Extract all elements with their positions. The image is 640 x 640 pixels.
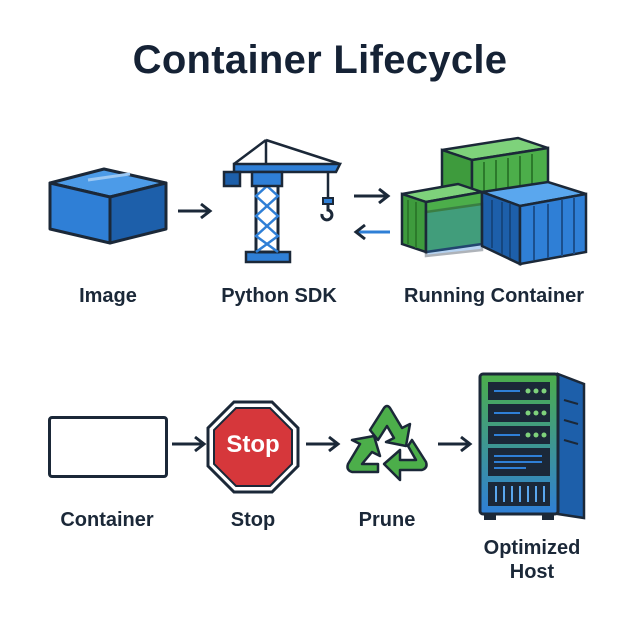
box-icon bbox=[48, 167, 168, 245]
stop-sign-icon bbox=[206, 400, 300, 494]
arrow-right-icon bbox=[178, 202, 213, 220]
stop-label: Stop bbox=[230, 509, 276, 531]
server-rack-icon bbox=[478, 372, 586, 520]
empty-rectangle-icon bbox=[48, 416, 168, 478]
arrow-right-icon bbox=[438, 435, 473, 453]
optimized-host-label-line2: Host bbox=[509, 561, 555, 583]
stop-sign-text: Stop bbox=[226, 431, 280, 458]
arrow-right-icon bbox=[172, 435, 207, 453]
prune-label: Prune bbox=[358, 509, 416, 531]
image-label: Image bbox=[79, 285, 137, 307]
page-title: Container Lifecycle bbox=[132, 38, 508, 82]
python-sdk-label: Python SDK bbox=[221, 285, 337, 307]
crane-icon bbox=[222, 138, 343, 264]
arrow-left-icon bbox=[353, 223, 390, 241]
arrow-right-icon bbox=[306, 435, 341, 453]
shipping-containers-icon bbox=[400, 136, 588, 266]
running-container-label: Running Container bbox=[404, 285, 584, 307]
recycle-icon bbox=[346, 404, 428, 482]
arrow-right-icon bbox=[354, 187, 391, 205]
container-label: Container bbox=[60, 509, 154, 531]
optimized-host-label-line1: Optimized bbox=[483, 537, 581, 559]
